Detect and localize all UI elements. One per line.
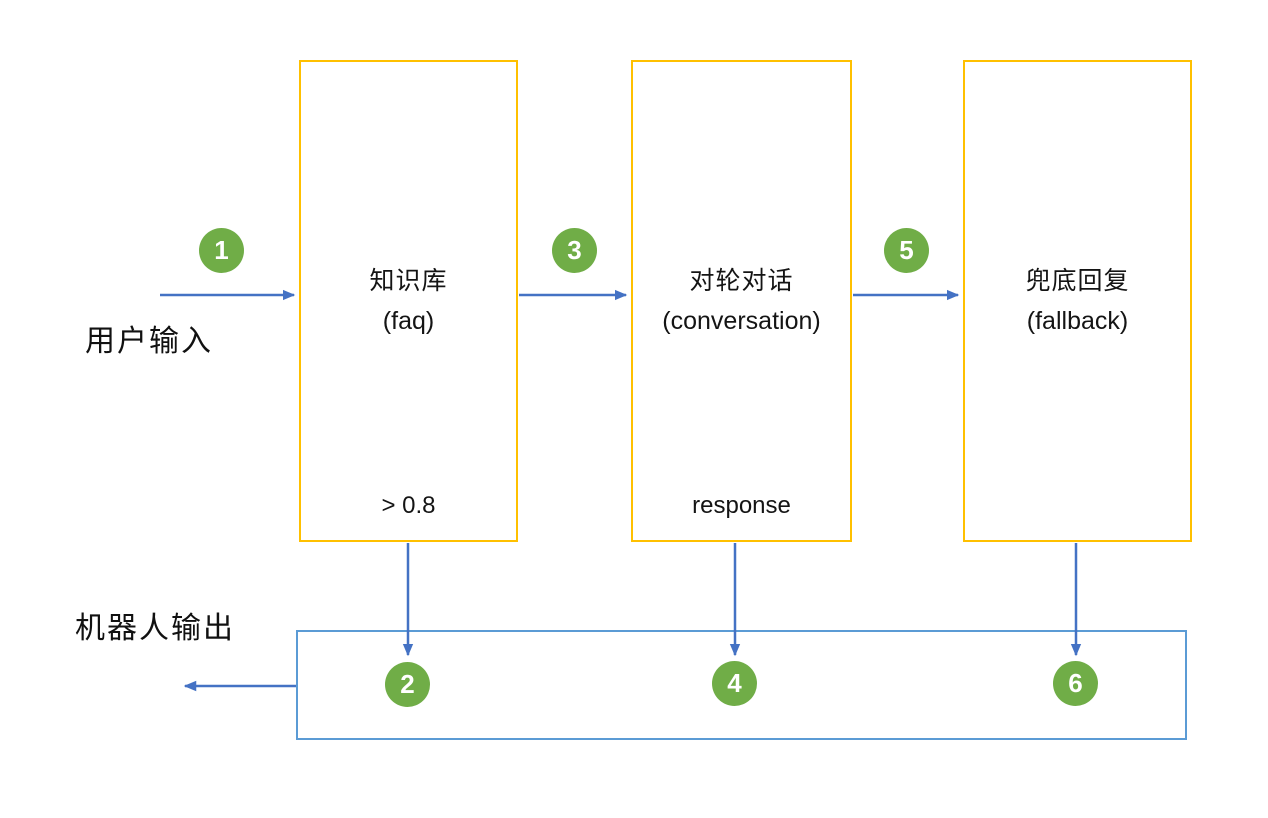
step-badge-4: 4 xyxy=(712,661,757,706)
step-badge-5: 5 xyxy=(884,228,929,273)
fallback-box-title: 兜底回复 (fallback) xyxy=(965,261,1190,341)
step-badge-6: 6 xyxy=(1053,661,1098,706)
user-input-label: 用户输入 xyxy=(85,325,213,358)
conversation-box-title: 对轮对话 (conversation) xyxy=(633,261,850,341)
conversation-box-title-zh: 对轮对话 xyxy=(689,267,794,295)
faq-threshold-label: > 0.8 xyxy=(381,492,436,519)
step-badge-3: 3 xyxy=(552,228,597,273)
step-badge-2: 2 xyxy=(385,662,430,707)
conversation-box: 对轮对话 (conversation) response xyxy=(631,60,852,542)
step-badge-1: 1 xyxy=(199,228,244,273)
faq-box: 知识库 (faq) > 0.8 xyxy=(299,60,518,542)
faq-box-title-zh: 知识库 xyxy=(369,267,448,295)
conversation-box-title-en: (conversation) xyxy=(662,307,821,335)
fallback-box-title-en: (fallback) xyxy=(1026,307,1129,335)
fallback-box: 兜底回复 (fallback) xyxy=(963,60,1192,542)
robot-output-label: 机器人输出 xyxy=(75,612,235,645)
faq-box-title-en: (faq) xyxy=(382,307,435,335)
faq-box-title: 知识库 (faq) xyxy=(301,261,516,341)
conversation-response-label: response xyxy=(692,492,791,519)
fallback-box-title-zh: 兜底回复 xyxy=(1025,267,1130,295)
